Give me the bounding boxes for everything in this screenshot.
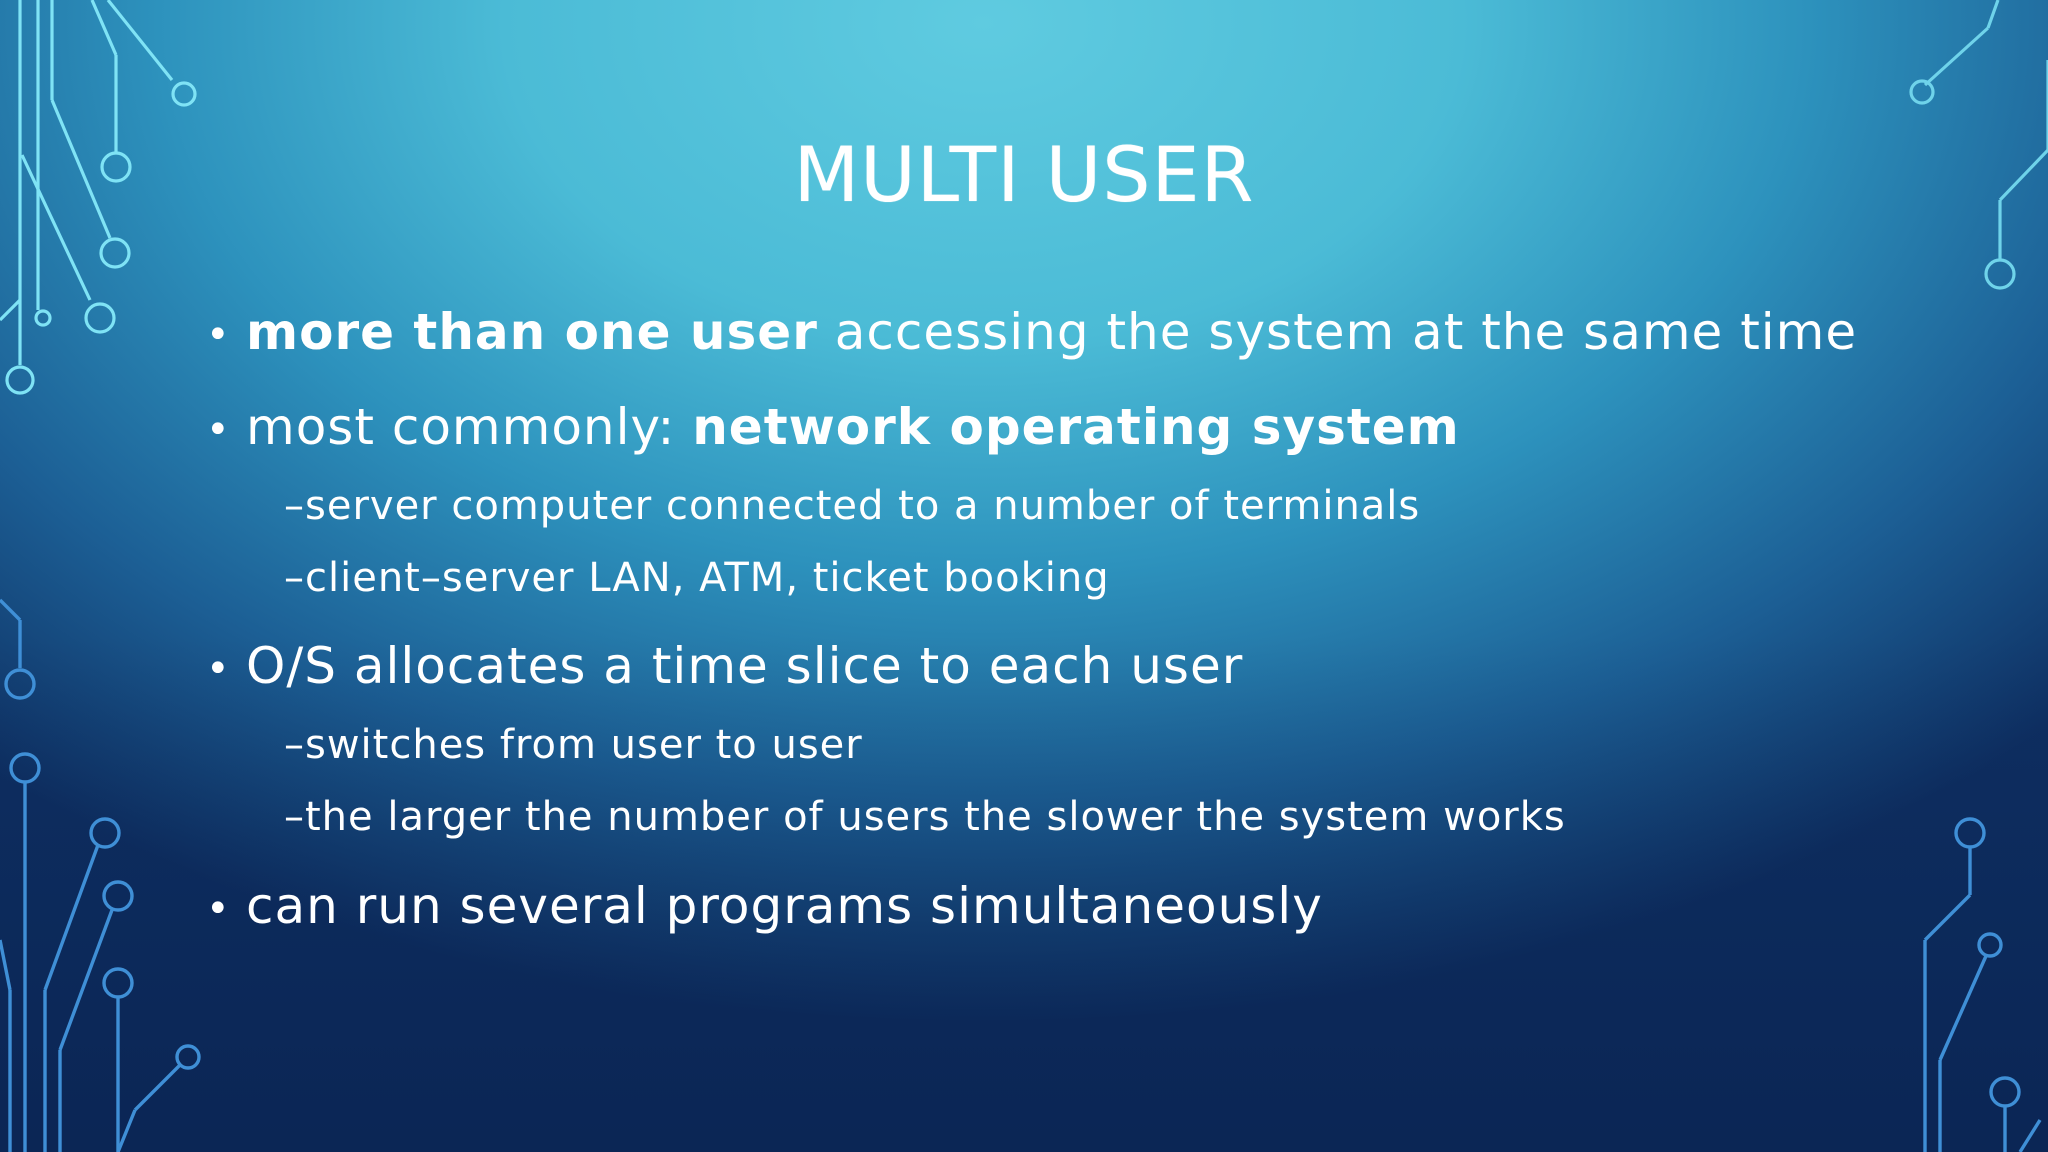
bullet-dot: • bbox=[206, 646, 231, 692]
slide-body: • more than one user accessing the syste… bbox=[206, 0, 1968, 1152]
bullet-text: most commonly: network operating system bbox=[246, 395, 1460, 459]
slide-title: MULTI USER bbox=[793, 130, 1255, 219]
bullet-text: O/S allocates a time slice to each user bbox=[246, 637, 1244, 695]
bullet-rest-text: accessing the system at the same time bbox=[817, 303, 1858, 361]
bullet-dot: • bbox=[206, 312, 231, 358]
bullet-text: more than one user accessing the system … bbox=[246, 300, 1857, 364]
bullet-prefix-text: most commonly: bbox=[246, 398, 693, 456]
sub-bullet-item: –server computer connected to a number o… bbox=[284, 483, 1421, 529]
sub-bullet-item: –switches from user to user bbox=[284, 722, 863, 768]
bullet-dot: • bbox=[206, 407, 231, 453]
bullet-dot: • bbox=[206, 886, 231, 932]
bullet-bold-text: more than one user bbox=[246, 303, 818, 361]
circuit-decoration-bottom-left bbox=[0, 598, 201, 1152]
bullet-text: can run several programs simultaneously bbox=[246, 877, 1323, 935]
sub-bullet-item: –the larger the number of users the slow… bbox=[284, 794, 1566, 840]
sub-bullet-item: –client–server LAN, ATM, ticket booking bbox=[284, 555, 1110, 601]
bullet-bold-text: network operating system bbox=[692, 398, 1460, 456]
